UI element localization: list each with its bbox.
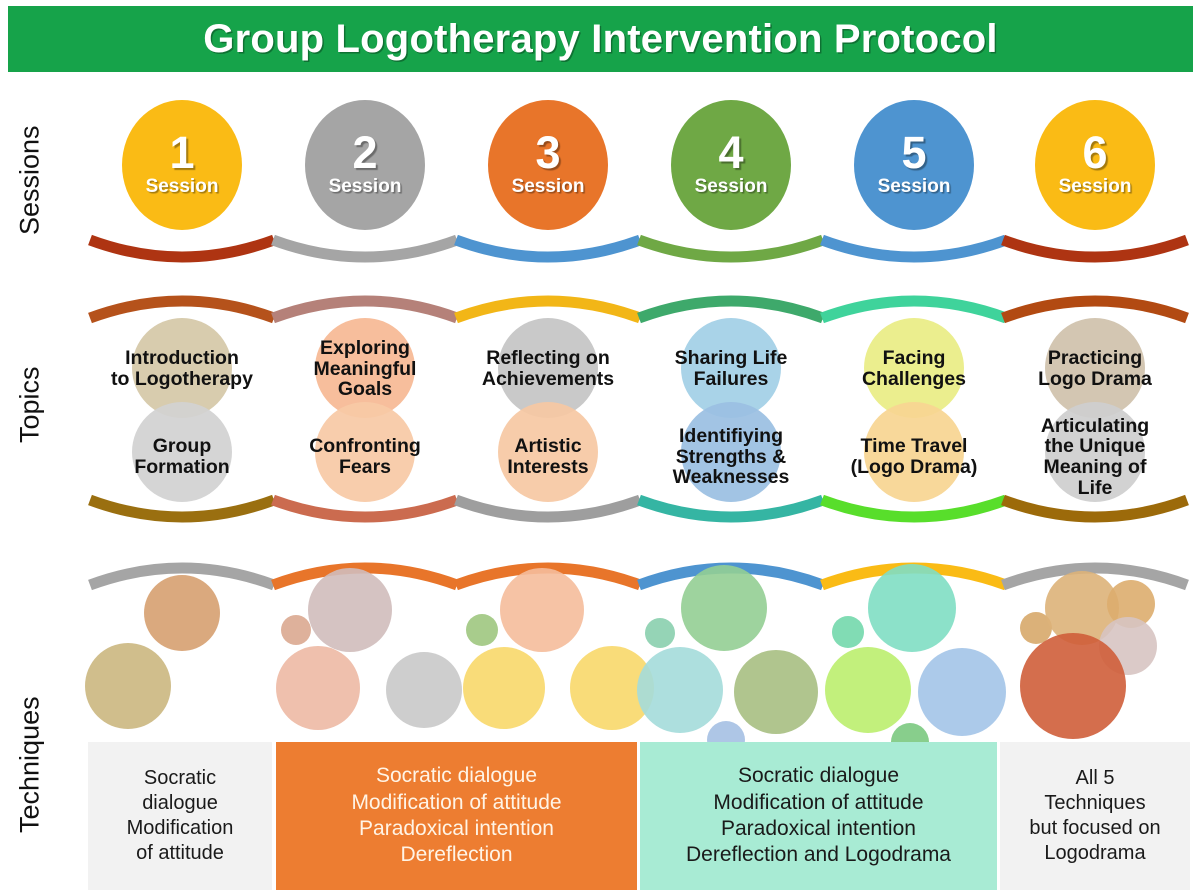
row-label-techniques: Techniques xyxy=(14,696,45,834)
technique-decor-circle xyxy=(918,648,1006,736)
technique-decor-circle xyxy=(1107,580,1155,628)
technique-decor-circle xyxy=(281,615,311,645)
topic-arc-top-4 xyxy=(637,295,825,324)
technique-decor-circle xyxy=(386,652,462,728)
technique-decor-circle xyxy=(1045,571,1119,645)
topic-arc-top-2 xyxy=(271,295,459,324)
technique-decor-circle xyxy=(868,564,956,652)
topic-arc-bottom-1 xyxy=(88,494,276,523)
session-caption: Session xyxy=(145,176,219,198)
row-label-sessions: Sessions xyxy=(14,125,45,235)
session-number: 1 xyxy=(169,126,195,178)
topic-label-bottom-1: Group Formation xyxy=(134,435,230,478)
topic-label-bottom-6: Articulating the Unique Meaning of Life xyxy=(1040,414,1150,499)
technique-decor-circle xyxy=(832,616,864,648)
technique-arc-1 xyxy=(88,562,276,591)
session-number: 2 xyxy=(352,126,378,178)
technique-box-1[interactable]: Socratic dialogue Modification of attitu… xyxy=(88,742,272,890)
row-label-topics: Topics xyxy=(14,366,45,444)
topic-label-bottom-3: Artistic Interests xyxy=(507,435,589,478)
technique-decor-circle xyxy=(645,618,675,648)
topic-arc-bottom-5 xyxy=(820,494,1008,523)
topic-label-bottom-5: Time Travel (Logo Drama) xyxy=(850,435,978,478)
technique-decor-circle xyxy=(570,646,654,730)
session-arc-2 xyxy=(271,234,459,263)
technique-box-4[interactable]: All 5 Techniques but focused on Logodram… xyxy=(1000,742,1190,890)
session-arc-1 xyxy=(88,234,276,263)
technique-arc-6 xyxy=(1001,562,1189,591)
technique-decor-circle xyxy=(466,614,498,646)
technique-decor-circle xyxy=(681,565,767,651)
technique-box-3[interactable]: Socratic dialogue Modification of attitu… xyxy=(640,742,997,890)
page-title: Group Logotherapy Intervention Protocol xyxy=(203,16,998,61)
technique-decor-circle xyxy=(276,646,360,730)
technique-box-2[interactable]: Socratic dialogue Modification of attitu… xyxy=(276,742,637,890)
session-number: 3 xyxy=(535,126,561,178)
session-arc-5 xyxy=(820,234,1008,263)
topic-arc-bottom-3 xyxy=(454,494,642,523)
session-number: 4 xyxy=(718,126,744,178)
technique-decor-circle xyxy=(463,647,545,729)
topic-label-bottom-4: Identifiying Strengths & Weaknesses xyxy=(672,425,790,489)
technique-arc-2 xyxy=(271,562,459,591)
technique-decor-circle xyxy=(637,647,723,733)
topic-label-top-4: Sharing Life Failures xyxy=(674,347,788,390)
topic-arc-top-1 xyxy=(88,295,276,324)
technique-decor-circle xyxy=(734,650,818,734)
topic-label-top-3: Reflecting on Achievements xyxy=(481,347,615,390)
topic-arc-top-6 xyxy=(1001,295,1189,324)
session-arc-3 xyxy=(454,234,642,263)
technique-arc-3 xyxy=(454,562,642,591)
session-caption: Session xyxy=(328,176,402,198)
session-arc-6 xyxy=(1001,234,1189,263)
technique-decor-circle xyxy=(825,647,911,733)
technique-decor-circle xyxy=(500,568,584,652)
topic-arc-top-5 xyxy=(820,295,1008,324)
page-title-banner: Group Logotherapy Intervention Protocol xyxy=(8,6,1193,72)
session-caption: Session xyxy=(511,176,585,198)
technique-decor-circle xyxy=(1099,617,1157,675)
session-caption: Session xyxy=(877,176,951,198)
session-number: 6 xyxy=(1082,126,1108,178)
technique-decor-circle xyxy=(1020,633,1126,739)
topic-label-top-6: Practicing Logo Drama xyxy=(1038,347,1152,390)
session-number: 5 xyxy=(901,126,927,178)
technique-decor-circle xyxy=(144,575,220,651)
topic-arc-bottom-4 xyxy=(637,494,825,523)
topic-label-top-1: Introduction to Logotherapy xyxy=(111,347,253,390)
session-arc-4 xyxy=(637,234,825,263)
topic-arc-bottom-2 xyxy=(271,494,459,523)
technique-decor-circle xyxy=(1020,612,1052,644)
technique-decor-circle xyxy=(85,643,171,729)
topic-arc-bottom-6 xyxy=(1001,494,1189,523)
technique-arc-5 xyxy=(820,562,1008,591)
topic-label-bottom-2: Confronting Fears xyxy=(309,435,421,478)
technique-decor-circle xyxy=(308,568,392,652)
topic-label-top-2: Exploring Meaningful Goals xyxy=(313,337,417,401)
technique-arc-4 xyxy=(637,562,825,591)
topic-label-top-5: Facing Challenges xyxy=(861,347,967,390)
session-caption: Session xyxy=(694,176,768,198)
session-caption: Session xyxy=(1058,176,1132,198)
topic-arc-top-3 xyxy=(454,295,642,324)
